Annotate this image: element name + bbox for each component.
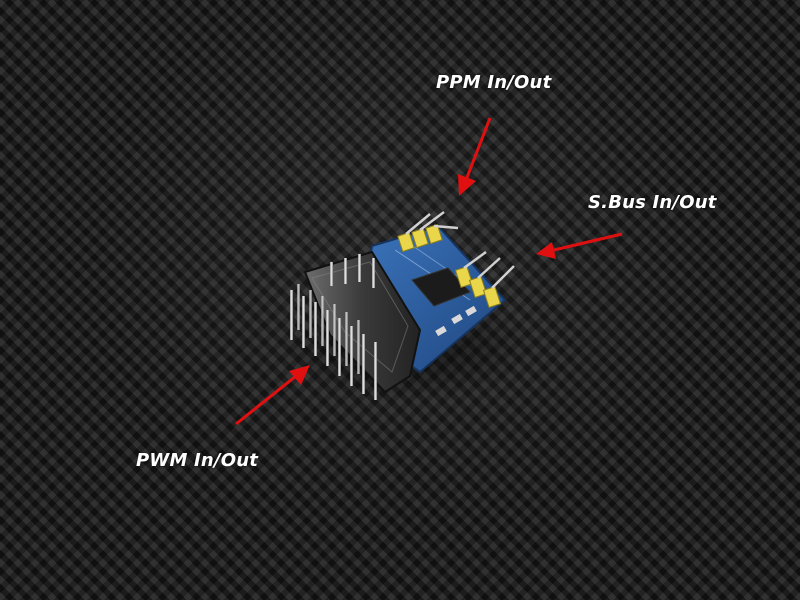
converter-board-icon	[290, 211, 515, 400]
arrow-sbus-icon	[536, 232, 623, 259]
pwm-header-housing	[303, 250, 422, 394]
ppm-header	[397, 211, 459, 253]
arrow-ppm-icon	[458, 117, 492, 196]
label-pwm: PWM In/Out	[136, 450, 259, 471]
arrow-pwm-icon	[235, 365, 310, 426]
label-sbus: S.Bus In/Out	[588, 192, 717, 213]
sbus-header	[454, 250, 515, 309]
label-ppm: PPM In/Out	[436, 72, 552, 93]
chip	[411, 267, 471, 307]
pwm-pins	[290, 254, 377, 400]
